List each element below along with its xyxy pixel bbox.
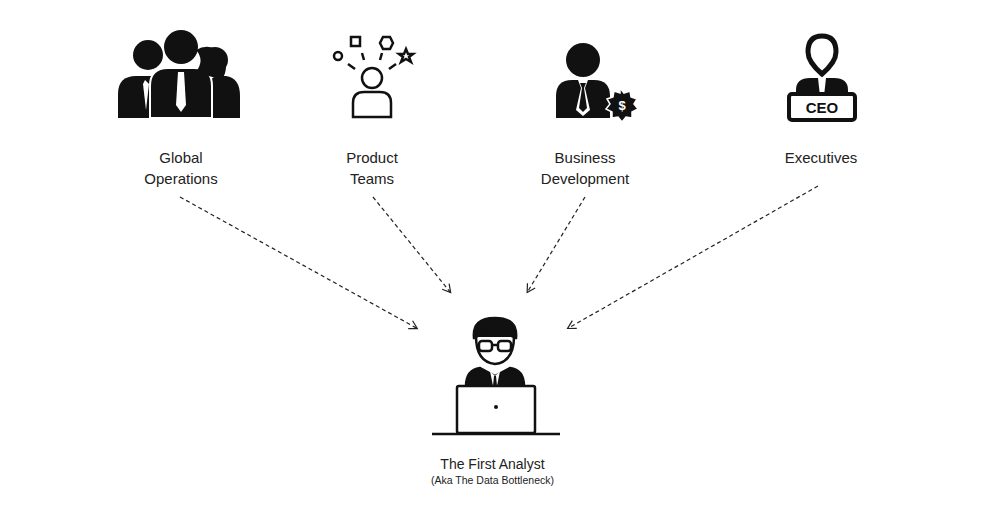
team-label: Business Development <box>529 147 641 189</box>
team-label: Executives <box>771 147 871 168</box>
dashed-arrow <box>568 186 818 329</box>
node-label: The First Analyst <box>440 455 544 473</box>
ceo-badge-text: CEO <box>806 99 839 116</box>
analyst-node: The First Analyst(Aka The Data Bottlenec… <box>420 295 565 495</box>
node-label: Business Development <box>529 147 641 189</box>
dashed-arrow <box>527 197 585 292</box>
node-label: Executives <box>771 147 871 168</box>
dashed-arrow <box>180 197 417 329</box>
businessman-icon <box>556 43 638 122</box>
group-icon <box>118 30 240 118</box>
node-label: Product Teams <box>336 147 408 189</box>
team-label: Product Teams <box>336 147 408 189</box>
ideas-person-icon <box>334 37 413 117</box>
node-label: Global Operations <box>135 147 227 189</box>
team-label: Global Operations <box>135 147 227 189</box>
dollar-sign: $ <box>618 98 625 113</box>
ceo-icon <box>789 36 855 120</box>
dashed-arrow <box>373 197 451 293</box>
node-subtitle: (Aka The Data Bottleneck) <box>431 473 554 487</box>
analyst-icon <box>432 318 560 434</box>
